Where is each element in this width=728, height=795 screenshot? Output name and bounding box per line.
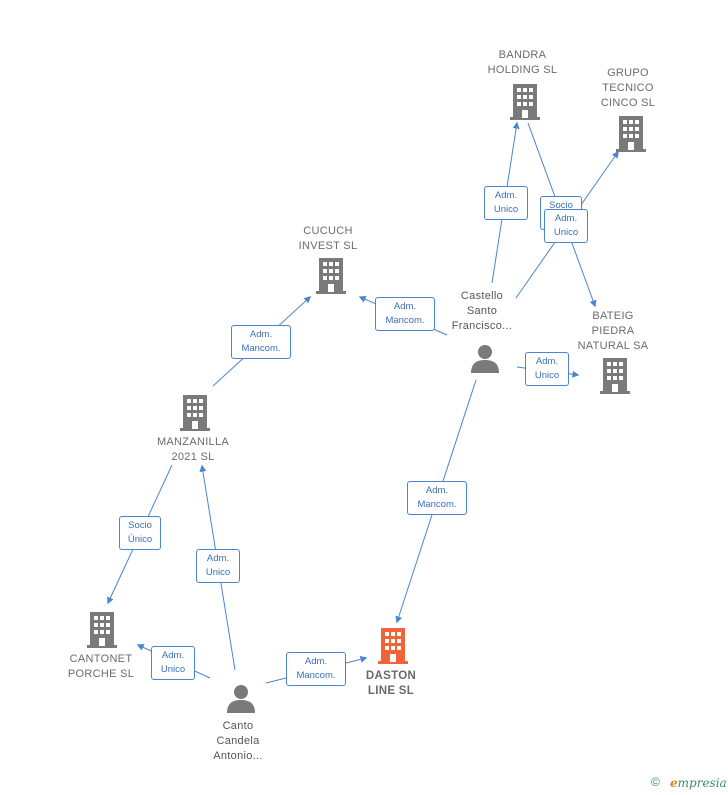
edge-label-manzanilla-cantonet: Socio Único [119, 516, 161, 550]
node-label-daston[interactable]: DASTON LINE SL [365, 670, 417, 697]
brand-logo[interactable]: empresia [670, 776, 727, 790]
node-label-cantonet[interactable]: CANTONET PORCHE SL [67, 653, 135, 680]
node-label-canto[interactable]: Canto Candela Antonio... [213, 720, 263, 762]
edge-label-castello-bateig: Adm. Unico [525, 352, 569, 386]
brand-initial: e [670, 776, 678, 790]
node-label-grupo[interactable]: GRUPO TECNICO CINCO SL [600, 67, 656, 109]
building-icon-main[interactable] [378, 628, 408, 664]
node-label-cucuch[interactable]: CUCUCH INVEST SL [298, 225, 358, 252]
edge-label-castello-grupo: Adm. Unico [544, 209, 588, 243]
building-icon[interactable] [180, 395, 210, 431]
edge-label-canto-manzanilla: Adm. Unico [196, 549, 240, 583]
node-label-bateig[interactable]: BATEIG PIEDRA NATURAL SA [577, 310, 649, 352]
edge-label-castello-bandra: Adm. Unico [484, 186, 528, 220]
node-label-bandra[interactable]: BANDRA HOLDING SL [487, 49, 558, 76]
brand-rest: mpresia [677, 776, 727, 790]
building-icon[interactable] [87, 612, 117, 648]
building-icon[interactable] [316, 258, 346, 294]
edge-label-canto-cantonet: Adm. Unico [151, 646, 195, 680]
edge-label-castello-cucuch: Adm. Mancom. [375, 297, 435, 331]
building-icon[interactable] [600, 358, 630, 394]
person-icon[interactable] [226, 683, 256, 713]
person-icon[interactable] [470, 343, 500, 373]
edge-label-canto-daston: Adm. Mancom. [286, 652, 346, 686]
edge-label-manzanilla-cucuch: Adm. Mancom. [231, 325, 291, 359]
building-icon[interactable] [616, 116, 646, 152]
node-label-castello[interactable]: Castello Santo Francisco... [451, 290, 513, 332]
copyright-symbol: © [651, 775, 660, 789]
building-icon[interactable] [510, 84, 540, 120]
node-label-manzanilla[interactable]: MANZANILLA 2021 SL [156, 436, 230, 463]
edge-label-castello-daston: Adm. Mancom. [407, 481, 467, 515]
